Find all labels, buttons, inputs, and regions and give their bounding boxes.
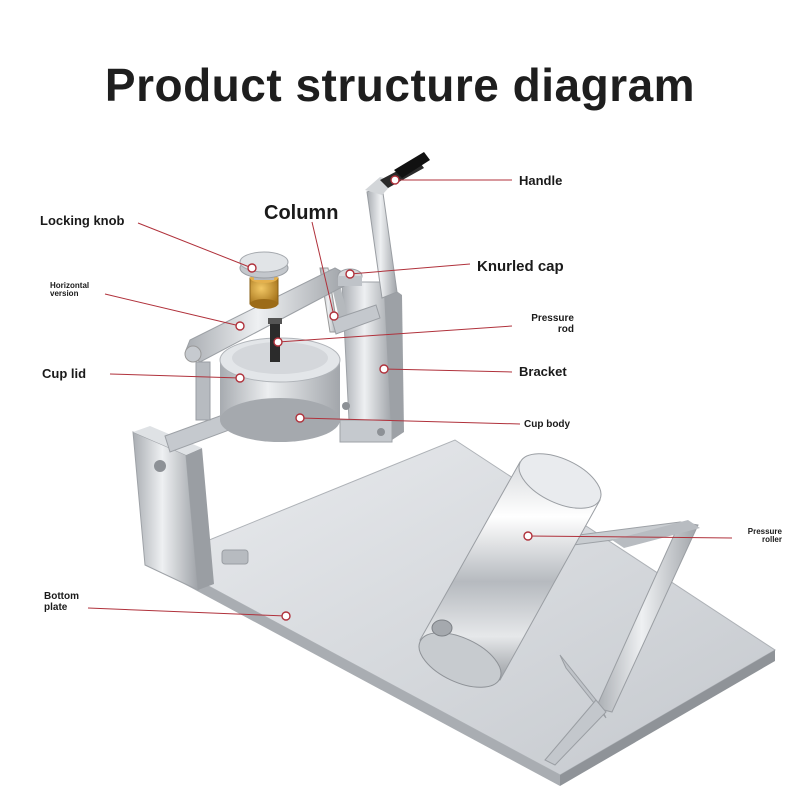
diagram-title: Product structure diagram bbox=[104, 59, 696, 111]
leader-line-pressure-roller bbox=[527, 535, 733, 539]
label-horizontal-version-line1: Horizontal bbox=[50, 281, 90, 290]
label-column: Column bbox=[264, 202, 339, 224]
label-handle: Handle bbox=[519, 173, 563, 188]
marker-cup-body bbox=[295, 413, 305, 423]
marker-locking-knob bbox=[247, 263, 257, 273]
label-locking-knob: Locking knob bbox=[40, 213, 125, 228]
label-pressure-rod-line1: Pressure bbox=[531, 313, 574, 324]
marker-pressure-rod bbox=[273, 337, 283, 347]
marker-knurled-cap bbox=[345, 269, 355, 279]
leader-lines bbox=[87, 179, 733, 617]
label-pressure-rod-line2: rod bbox=[557, 323, 574, 335]
leader-line-cup-lid bbox=[109, 373, 241, 379]
label-bottom-plate-line2: plate bbox=[44, 601, 68, 613]
label-pressure-roller-line2: roller bbox=[761, 535, 782, 545]
marker-handle bbox=[390, 175, 400, 185]
label-horizontal-version: Horizontal version bbox=[50, 281, 90, 299]
leader-line-column bbox=[311, 221, 335, 317]
pressure-roller-shape bbox=[418, 453, 602, 688]
label-bottom-plate-line1: Bottom bbox=[44, 591, 79, 602]
marker-horizontal-version bbox=[235, 321, 245, 331]
left-bracket-shape bbox=[132, 426, 249, 591]
marker-bottom-plate bbox=[281, 611, 291, 621]
marker-cup-lid bbox=[235, 373, 245, 383]
label-bottom-plate: Bottom plate bbox=[44, 591, 79, 613]
label-pressure-roller: Pressure roller bbox=[716, 527, 782, 545]
leader-line-cup-body bbox=[299, 417, 521, 425]
label-pressure-rod: Pressure rod bbox=[500, 313, 574, 335]
roller-frame-shape bbox=[538, 520, 700, 766]
label-pressure-roller-line1: Pressure bbox=[747, 527, 782, 536]
label-knurled-cap: Knurled cap bbox=[477, 258, 564, 275]
leader-line-horizontal-version bbox=[104, 293, 241, 327]
label-horizontal-version-line2: version bbox=[50, 289, 79, 299]
leader-line-locking-knob bbox=[137, 222, 253, 269]
marker-pressure-roller bbox=[523, 531, 533, 541]
leader-line-bracket bbox=[383, 368, 513, 373]
leader-line-pressure-rod bbox=[277, 325, 513, 343]
marker-dots bbox=[235, 175, 533, 621]
marker-bracket bbox=[379, 364, 389, 374]
leader-line-bottom-plate bbox=[87, 607, 287, 617]
label-bracket: Bracket bbox=[519, 364, 567, 379]
label-cup-body: Cup body bbox=[524, 419, 571, 430]
label-cup-lid: Cup lid bbox=[42, 366, 87, 381]
handle-post-shape bbox=[365, 152, 430, 299]
marker-column bbox=[329, 311, 339, 321]
leader-line-knurled-cap bbox=[349, 263, 471, 275]
